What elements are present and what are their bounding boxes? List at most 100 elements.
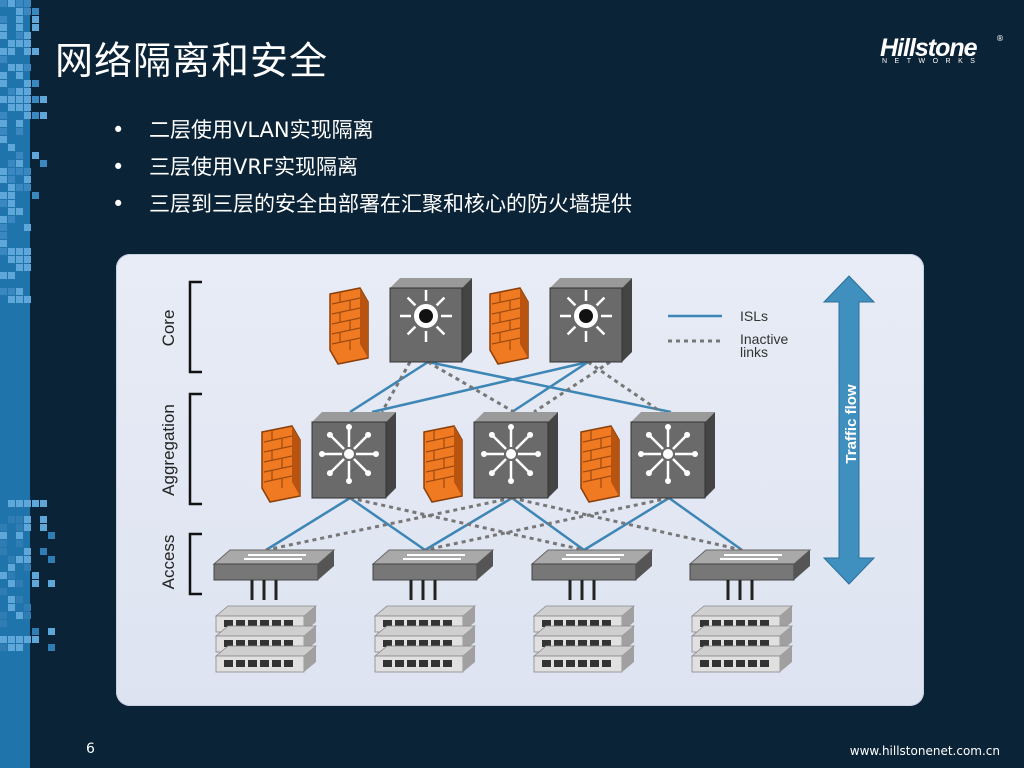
pixel-square [8, 248, 15, 255]
server-port [284, 660, 293, 667]
server-port [419, 620, 428, 627]
pixel-square [24, 64, 31, 71]
pixel-square [0, 72, 7, 79]
pixel-square [16, 96, 23, 103]
pixel-square [0, 176, 7, 183]
bullet-text: 三层使用VRF实现隔离 [149, 155, 359, 179]
server-port [224, 660, 233, 667]
firewall-brick [582, 455, 612, 463]
pixel-square [8, 556, 15, 563]
pixel-square [16, 184, 23, 191]
access-switch-front [213, 563, 319, 581]
server-top [532, 645, 636, 657]
firewall-brick [491, 337, 521, 345]
switch-side [705, 412, 715, 498]
pixel-square [16, 128, 23, 135]
access-switch [212, 549, 336, 600]
pixel-square [8, 216, 15, 223]
pixel-square [8, 160, 15, 167]
pixel-square [16, 296, 23, 303]
server-port [248, 640, 257, 647]
access-layer-label: Access [159, 535, 178, 590]
pixel-square [0, 32, 7, 39]
server-top [690, 645, 794, 657]
server-port [224, 640, 233, 647]
pixel-square [8, 636, 15, 643]
server-stack [690, 605, 794, 673]
switch-arrow [435, 325, 446, 336]
pixel-square [0, 644, 7, 651]
access-switch [688, 549, 812, 600]
switch-arrow-head [645, 431, 652, 438]
server-top [532, 625, 636, 637]
links-layer [265, 360, 743, 552]
bullet-dot: • [112, 118, 125, 142]
switch-side [462, 278, 472, 362]
pixel-square [8, 516, 15, 523]
switch-arrow-head [684, 470, 691, 477]
hillstone-logo: Hillstone ® NETWORKS [880, 34, 1004, 68]
pixel-square [24, 104, 31, 111]
bullet-dot: • [112, 192, 125, 216]
server-port [542, 620, 551, 627]
server-port [554, 640, 563, 647]
server-port [700, 620, 709, 627]
switch-arrow-head [346, 478, 352, 484]
switch-arrow [515, 434, 531, 450]
access-switch-front [689, 563, 795, 581]
switch-arrow [353, 458, 369, 474]
server-port [272, 620, 281, 627]
server-top [373, 605, 477, 617]
server-port [542, 640, 551, 647]
pixel-square [8, 96, 15, 103]
server-port [407, 620, 416, 627]
pixel-square [24, 248, 31, 255]
firewall-brick [425, 455, 455, 463]
aggregation-switch [311, 412, 396, 499]
pixel-square [8, 296, 15, 303]
pixel-square [0, 48, 7, 55]
server-port [395, 640, 404, 647]
pixel-square [0, 532, 7, 539]
pixel-square [24, 548, 31, 555]
server-port [760, 640, 769, 647]
pixel-square [24, 564, 31, 571]
isl-legend-label: ISLs [740, 308, 768, 324]
website-link[interactable]: www.hillstonenet.com.cn [849, 744, 1000, 758]
pixel-square [24, 516, 31, 523]
pixel-square [0, 192, 7, 199]
access-switch-side [318, 550, 334, 580]
server-top [532, 605, 636, 617]
pixel-square [24, 264, 31, 271]
server-stack [373, 605, 477, 673]
server-port [724, 660, 733, 667]
pixel-square [0, 128, 7, 135]
pixel-square [40, 548, 47, 555]
pixel-square [16, 208, 23, 215]
traffic-flow-label: Traffic flow [843, 384, 860, 464]
pixel-square [8, 596, 15, 603]
server-port [443, 660, 452, 667]
pixel-square [40, 96, 47, 103]
core-switch [549, 278, 632, 363]
pixel-square [40, 516, 47, 523]
firewall-brick [425, 435, 455, 443]
pixel-square [16, 72, 23, 79]
server-port [760, 660, 769, 667]
pixel-square [24, 224, 31, 231]
firewall-brick [491, 297, 521, 305]
pixel-square [16, 644, 23, 651]
server-port [602, 620, 611, 627]
pixel-square [0, 272, 7, 279]
server-port [236, 620, 245, 627]
switch-arrow [566, 296, 577, 307]
pixel-square [40, 160, 47, 167]
server-port [736, 620, 745, 627]
switch-top [550, 278, 632, 288]
access-bracket [188, 532, 202, 596]
server-port [284, 620, 293, 627]
isl-link [265, 496, 351, 552]
switch-hub [663, 449, 673, 459]
firewall-brick [582, 445, 612, 453]
pixel-square [0, 80, 7, 87]
